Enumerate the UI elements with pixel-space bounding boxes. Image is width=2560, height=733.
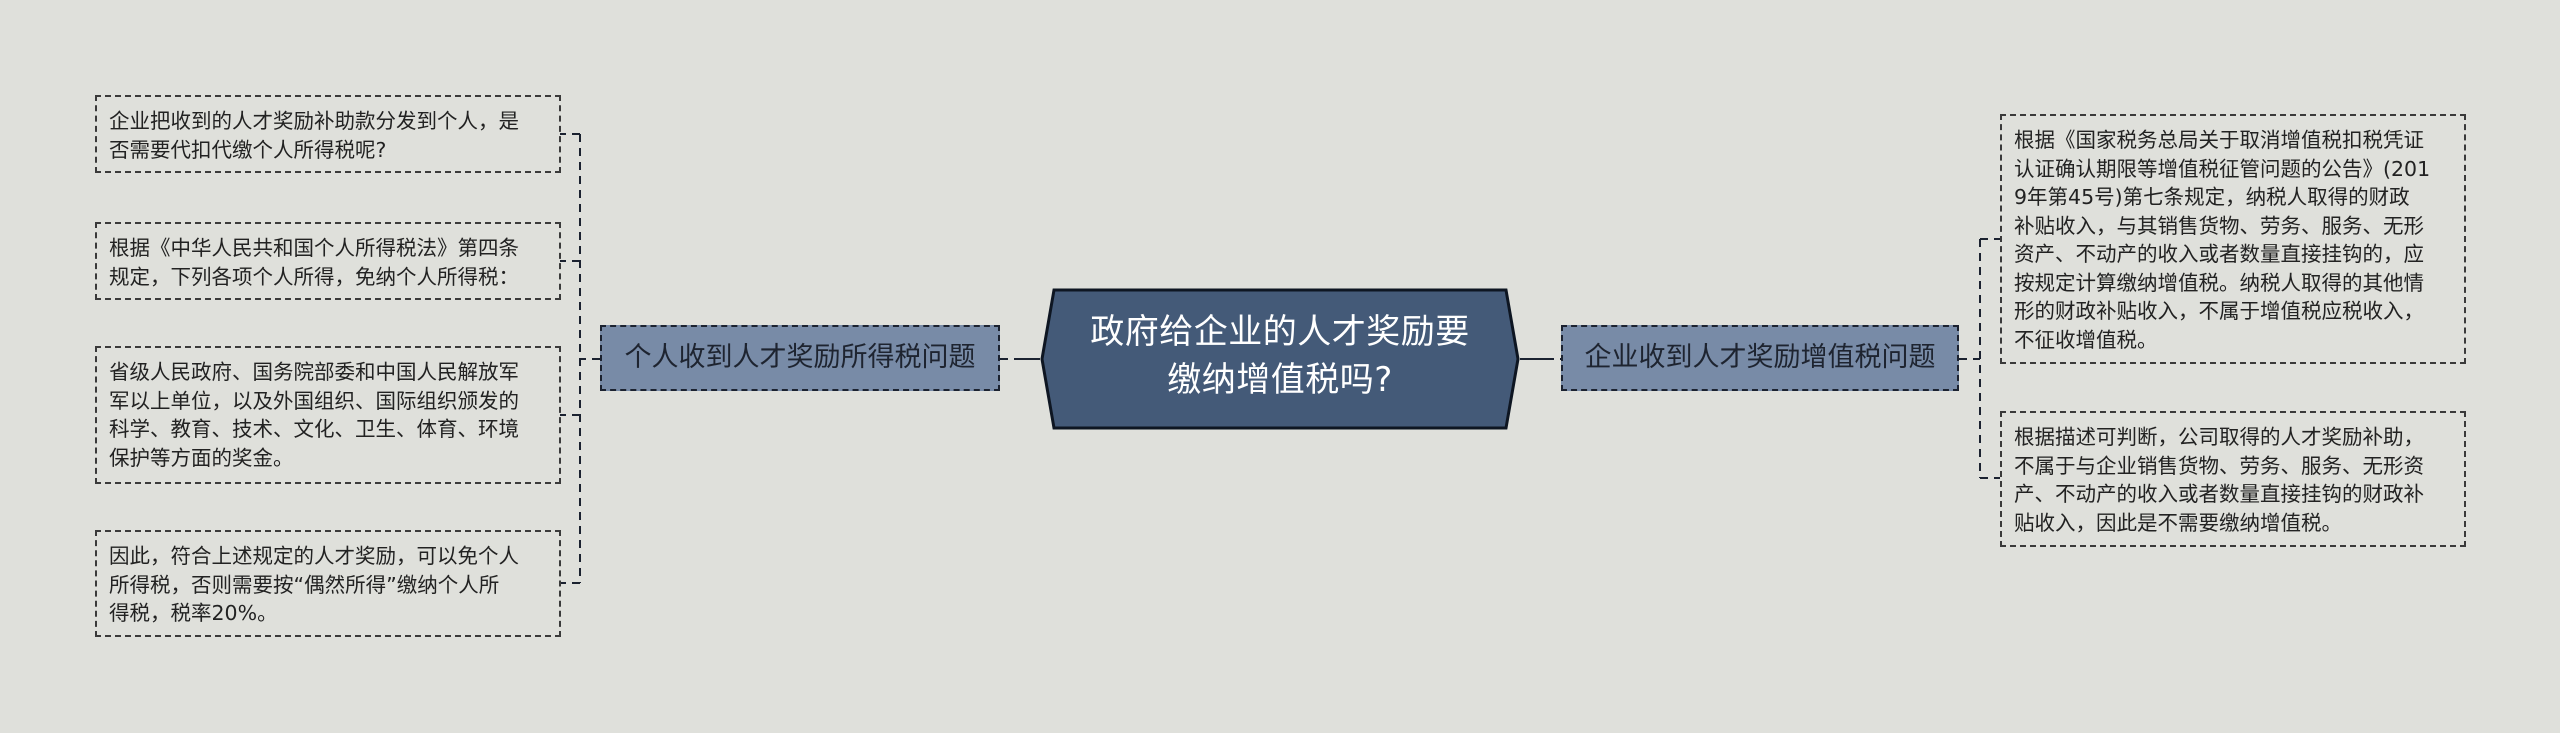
leaf-conclusion-vat[interactable]: 根据描述可判断，公司取得的人才奖励补助， 不属于与企业销售货物、劳务、服务、无形…	[2000, 411, 2466, 547]
branch-personal-income-tax[interactable]: 个人收到人才奖励所得税问题	[600, 325, 1000, 391]
leaf-line: 根据《中华人民共和国个人所得税法》第四条	[109, 236, 519, 260]
leaf-question[interactable]: 企业把收到的人才奖励补助款分发到个人，是 否需要代扣代缴个人所得税呢?	[95, 95, 561, 173]
leaf-line: 根据描述可判断，公司取得的人才奖励补助，	[2014, 425, 2424, 449]
leaf-line: 资产、不动产的收入或者数量直接挂钩的，应	[2014, 242, 2424, 266]
leaf-line: 科学、教育、技术、文化、卫生、体育、环境	[109, 417, 519, 441]
leaf-line: 不征收增值税。	[2014, 327, 2158, 352]
leaf-line: 不属于与企业销售货物、劳务、服务、无形资	[2014, 453, 2424, 478]
root-line-2: 缴纳增值税吗?	[1167, 360, 1393, 400]
leaf-line: 补贴收入，与其销售货物、劳务、服务、无形	[2014, 213, 2424, 238]
hexagon-shape	[1040, 288, 1520, 430]
root-line-1: 政府给企业的人才奖励要	[1090, 312, 1470, 352]
leaf-tax-law-article-4[interactable]: 根据《中华人民共和国个人所得税法》第四条 规定，下列各项个人所得，免纳个人所得税…	[95, 222, 561, 300]
leaf-line: 根据《国家税务总局关于取消增值税扣税凭证	[2014, 128, 2424, 152]
leaf-conclusion-personal[interactable]: 因此，符合上述规定的人才奖励，可以免个人 所得税，否则需要按“偶然所得”缴纳个人…	[95, 530, 561, 637]
leaf-line: 军以上单位，以及外国组织、国际组织颁发的	[109, 388, 519, 413]
leaf-line: 因此，符合上述规定的人才奖励，可以免个人	[109, 544, 519, 568]
leaf-line: 贴收入，因此是不需要缴纳增值税。	[2014, 510, 2342, 535]
leaf-line: 规定，下列各项个人所得，免纳个人所得税：	[109, 264, 519, 289]
leaf-line: 按规定计算缴纳增值税。纳税人取得的其他情	[2014, 270, 2424, 295]
leaf-line: 保护等方面的奖金。	[109, 445, 294, 470]
leaf-line: 9年第45号)第七条规定，纳税人取得的财政	[2014, 185, 2410, 209]
leaf-line: 省级人民政府、国务院部委和中国人民解放军	[109, 360, 519, 384]
leaf-line: 形的财政补贴收入，不属于增值税应税收入，	[2014, 299, 2424, 323]
leaf-line: 否需要代扣代缴个人所得税呢?	[109, 137, 387, 162]
leaf-sat-announcement-45[interactable]: 根据《国家税务总局关于取消增值税扣税凭证 认证确认期限等增值税征管问题的公告》(…	[2000, 114, 2466, 364]
root-topic-node[interactable]: 政府给企业的人才奖励要 缴纳增值税吗?	[1040, 288, 1520, 430]
leaf-exempt-awards[interactable]: 省级人民政府、国务院部委和中国人民解放军 军以上单位，以及外国组织、国际组织颁发…	[95, 346, 561, 484]
leaf-line: 企业把收到的人才奖励补助款分发到个人，是	[109, 109, 519, 133]
leaf-line: 产、不动产的收入或者数量直接挂钩的财政补	[2014, 482, 2424, 506]
root-topic-text: 政府给企业的人才奖励要 缴纳增值税吗?	[1070, 308, 1490, 404]
leaf-line: 认证确认期限等增值税征管问题的公告》(201	[2014, 156, 2431, 181]
leaf-line: 得税，税率20%。	[109, 601, 278, 625]
leaf-line: 所得税，否则需要按“偶然所得”缴纳个人所	[109, 572, 500, 597]
branch-enterprise-vat[interactable]: 企业收到人才奖励增值税问题	[1561, 325, 1959, 391]
